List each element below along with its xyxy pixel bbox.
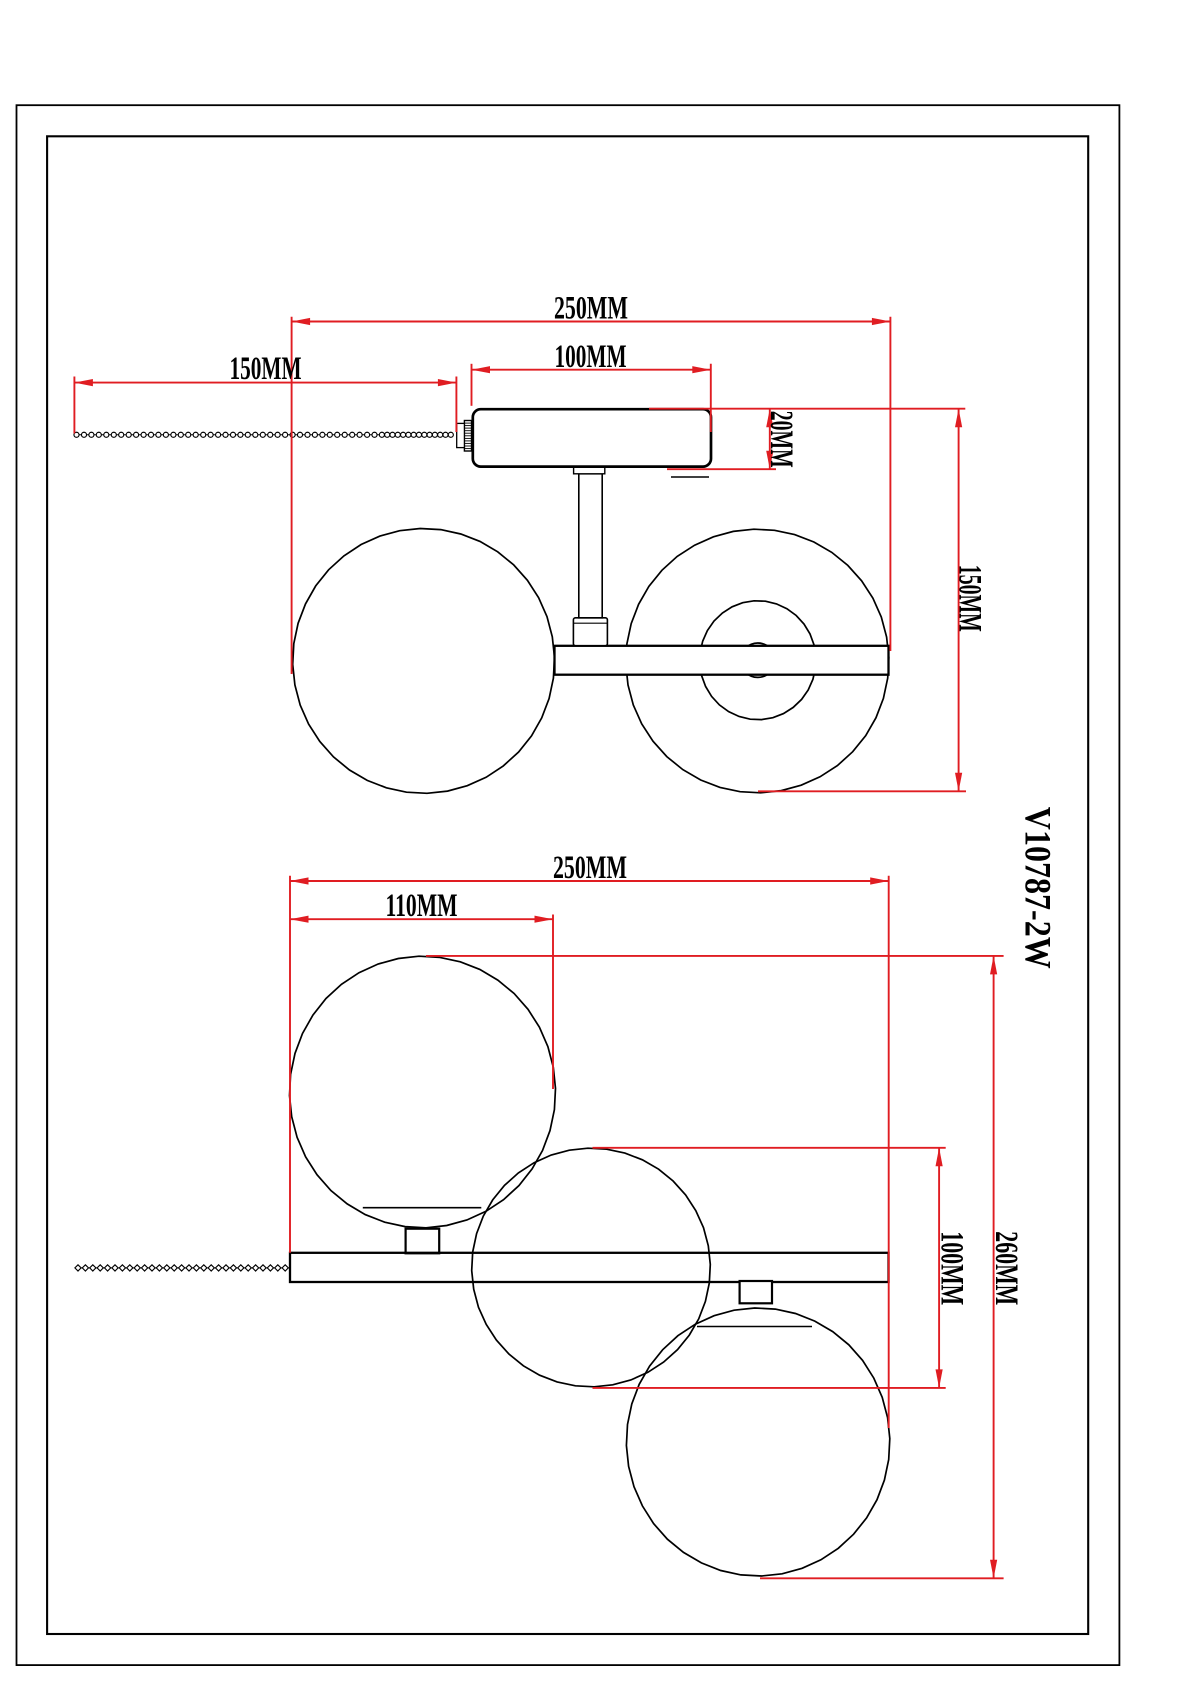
- svg-text:250MM: 250MM: [554, 291, 628, 327]
- svg-text:100MM: 100MM: [555, 339, 627, 375]
- svg-text:V10787-2W: V10787-2W: [1017, 807, 1058, 969]
- svg-text:100MM: 100MM: [934, 1231, 970, 1305]
- svg-text:150MM: 150MM: [952, 565, 988, 632]
- svg-text:20MM: 20MM: [763, 411, 799, 468]
- svg-text:150MM: 150MM: [230, 351, 302, 387]
- svg-text:110MM: 110MM: [386, 888, 458, 924]
- svg-text:250MM: 250MM: [553, 850, 627, 886]
- svg-text:260MM: 260MM: [988, 1231, 1024, 1305]
